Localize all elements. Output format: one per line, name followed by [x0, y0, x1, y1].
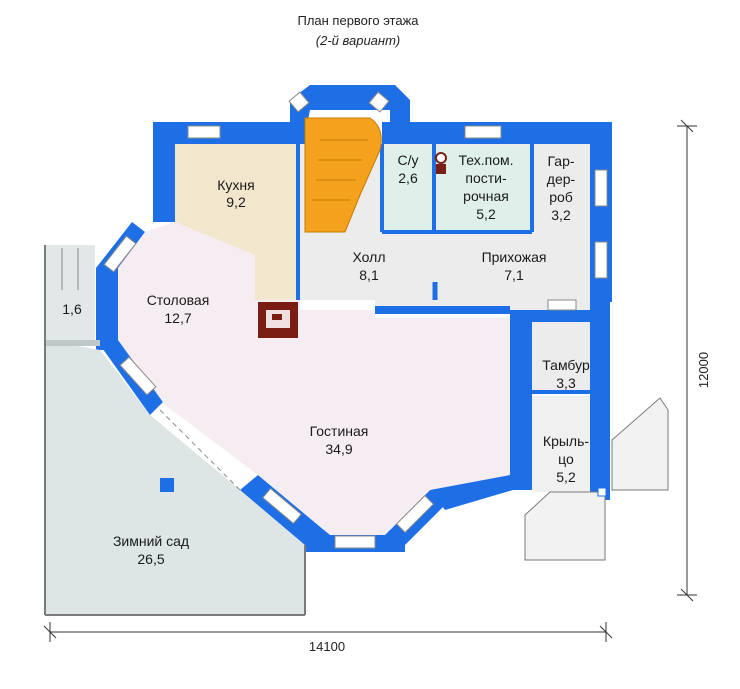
small-room-area: 1,6 — [62, 301, 82, 317]
kitchen-name: Кухня — [217, 177, 254, 193]
hall-name: Холл — [353, 249, 386, 265]
wardrobe-name-1: Гар- — [547, 153, 574, 169]
kitchen-area: 9,2 — [226, 194, 246, 210]
wc-name: С/у — [398, 152, 419, 168]
tech-name-2: пости- — [465, 170, 507, 186]
tech-name-3: рочная — [463, 188, 509, 204]
garden-area: 26,5 — [137, 551, 164, 567]
dimension-height — [677, 119, 697, 602]
garden-name: Зимний сад — [113, 533, 189, 549]
interior-walls — [296, 144, 590, 394]
width-dimension: 14100 — [309, 639, 345, 654]
tech-name-1: Тех.пом. — [458, 152, 513, 168]
wc-area: 2,6 — [398, 170, 418, 186]
tech-area: 5,2 — [476, 206, 496, 222]
vestibule-area: 3,3 — [556, 375, 576, 391]
porch-area: 5,2 — [556, 469, 576, 485]
porch-stairs — [524, 397, 669, 561]
porch-name-2: цо — [558, 451, 574, 467]
wardrobe-name-3: роб — [549, 189, 573, 205]
living-area: 34,9 — [325, 441, 352, 457]
fireplace-icon — [258, 302, 298, 338]
plan-title: План первого этажа — [297, 13, 419, 28]
dining-name: Столовая — [147, 292, 210, 308]
plan-subtitle: (2-й вариант) — [316, 33, 400, 48]
vestibule-name: Тамбур — [542, 357, 590, 373]
staircase — [304, 117, 382, 233]
fixtures — [435, 152, 447, 174]
wardrobe-area: 3,2 — [551, 207, 571, 223]
porch-name-1: Крыль- — [543, 433, 589, 449]
entrance-area: 7,1 — [504, 267, 524, 283]
wardrobe-name-2: дер- — [547, 171, 576, 187]
entrance-name: Прихожая — [482, 249, 547, 265]
hall-area: 8,1 — [359, 267, 379, 283]
height-dimension: 12000 — [696, 352, 711, 388]
dimension-width — [43, 622, 613, 642]
living-name: Гостиная — [310, 423, 369, 439]
garden-details — [44, 245, 306, 616]
room-labels: Кухня 9,2 Холл 8,1 С/у 2,6 Тех.пом. пост… — [62, 152, 590, 567]
dining-area: 12,7 — [164, 310, 191, 326]
windows — [103, 91, 608, 549]
